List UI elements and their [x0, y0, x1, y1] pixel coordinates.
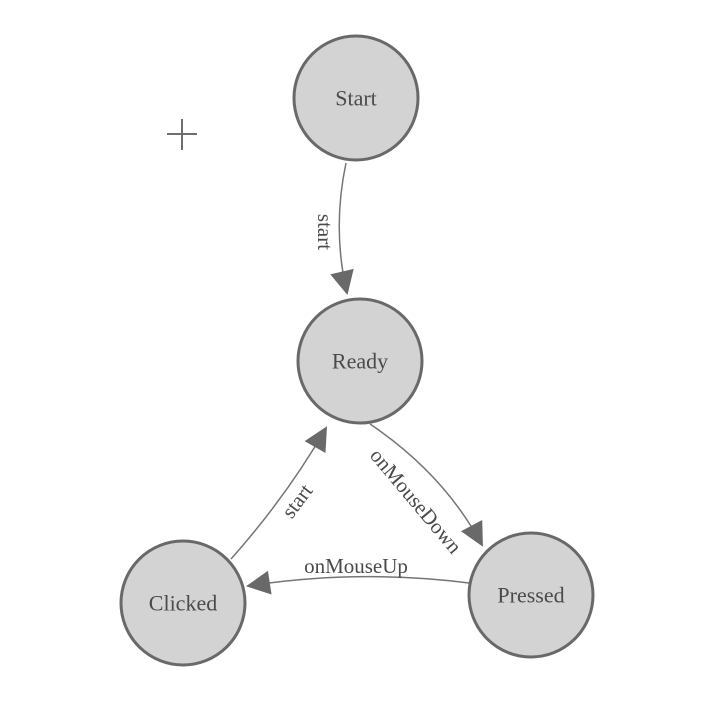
- edge-path-ready-to-pressed[interactable]: [369, 423, 483, 547]
- edge-path-pressed-to-clicked[interactable]: [246, 570, 470, 595]
- node-circle-start[interactable]: [292, 34, 420, 162]
- edge-ready-to-pressed[interactable]: onMouseDown: [365, 423, 483, 559]
- edge-path-start-to-ready[interactable]: [330, 162, 354, 295]
- edge-pressed-to-clicked[interactable]: onMouseUp: [246, 554, 470, 595]
- edge-path-clicked-to-ready[interactable]: [230, 426, 327, 560]
- edge-label-start-2: start: [277, 479, 318, 522]
- edge-label-start: start: [313, 214, 337, 250]
- node-circle-pressed[interactable]: [467, 531, 595, 659]
- crosshair: [167, 119, 197, 150]
- node-ready[interactable]: Ready: [296, 297, 424, 425]
- node-start[interactable]: Start: [292, 34, 420, 162]
- node-circle-clicked[interactable]: [119, 539, 247, 667]
- edge-clicked-to-ready[interactable]: start: [230, 426, 327, 560]
- node-circle-ready[interactable]: [296, 297, 424, 425]
- edge-start-to-ready[interactable]: start: [313, 162, 354, 295]
- node-pressed[interactable]: Pressed: [467, 531, 595, 659]
- node-clicked[interactable]: Clicked: [119, 539, 247, 667]
- edge-label-onmouseup: onMouseUp: [304, 554, 408, 578]
